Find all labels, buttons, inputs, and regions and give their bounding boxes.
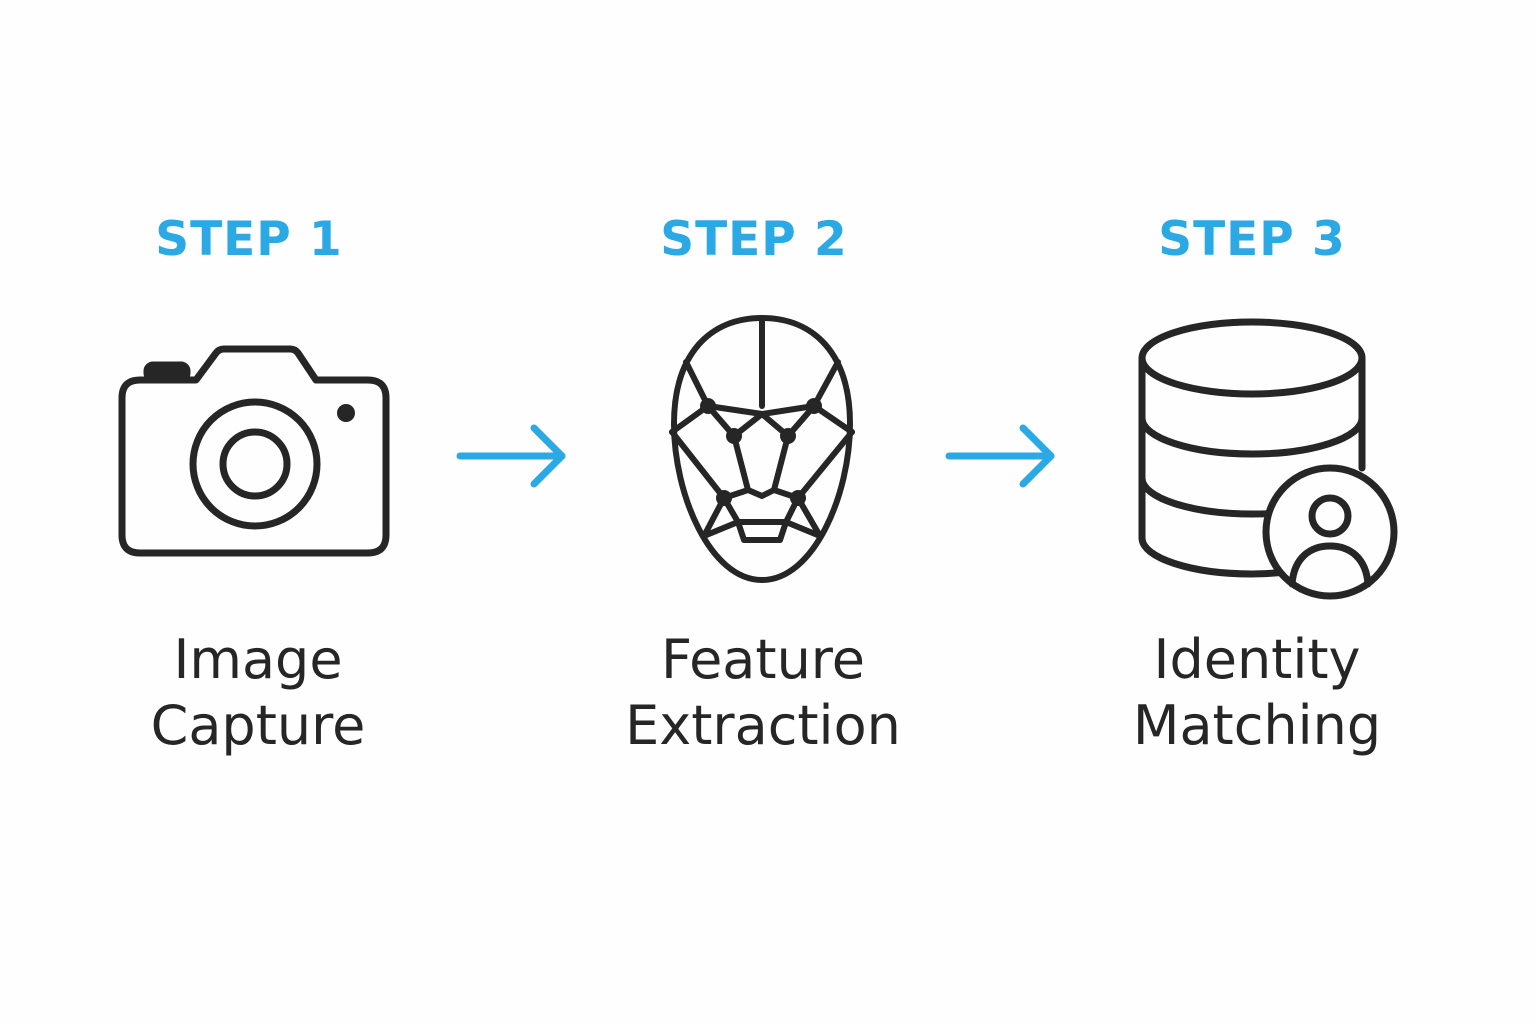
step-1-title: Image Capture	[68, 627, 448, 759]
step-1-title-line1: Image	[173, 628, 343, 691]
step-2-title-line1: Feature	[660, 628, 866, 691]
step-3-title-line1: Identity	[1153, 628, 1361, 691]
face-mesh-icon	[664, 314, 860, 586]
arrow-right-icon	[945, 424, 1061, 492]
database-user-icon	[1136, 318, 1400, 602]
step-3-title: Identity Matching	[1067, 627, 1447, 759]
step-3-label: STEP 3	[1158, 212, 1346, 267]
camera-icon	[118, 345, 394, 561]
step-2-label: STEP 2	[660, 212, 848, 267]
step-3-title-line2: Matching	[1132, 694, 1382, 757]
step-2-title-line2: Extraction	[625, 694, 901, 757]
step-2-title: Feature Extraction	[573, 627, 953, 759]
arrow-right-icon	[456, 424, 572, 492]
step-1-label: STEP 1	[155, 212, 343, 267]
step-1-title-line2: Capture	[150, 694, 366, 757]
